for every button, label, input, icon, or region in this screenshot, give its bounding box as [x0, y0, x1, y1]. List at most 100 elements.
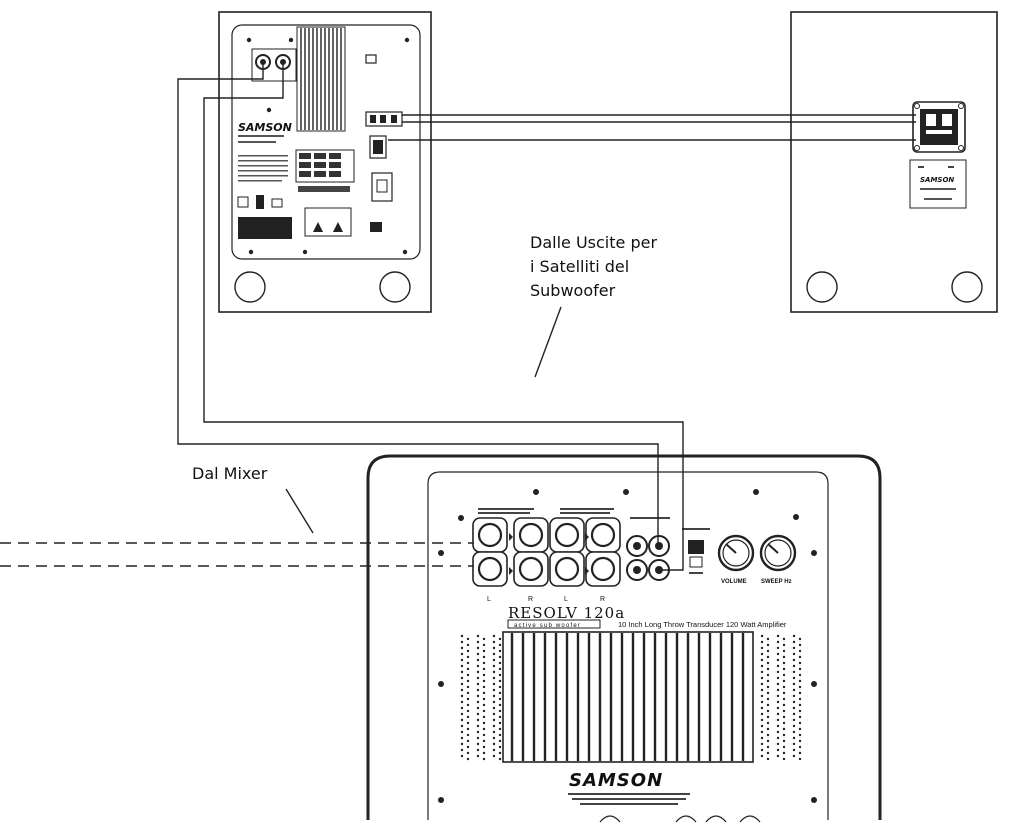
vent-hole [792, 634, 796, 638]
vent-hole [760, 688, 764, 692]
vent-hole [792, 736, 796, 740]
vent-hole [498, 715, 502, 719]
vent-hole [798, 709, 802, 713]
vent-hole [766, 685, 770, 689]
left-monitor-brand: SAMSON [238, 121, 292, 134]
vent-hole [466, 655, 470, 659]
left-monitor-speaker-output [365, 111, 403, 127]
vent-hole [476, 736, 480, 740]
subwoofer-description: 10 Inch Long Throw Transducer 120 Watt A… [618, 620, 787, 629]
vent-hole [482, 655, 486, 659]
vent-hole [498, 727, 502, 731]
vent-hole [492, 670, 496, 674]
vent-hole [482, 661, 486, 665]
vent-hole [466, 733, 470, 737]
vent-hole [492, 646, 496, 650]
right-monitor-rear-panel: SAMSON [790, 11, 998, 313]
vent-hole [498, 691, 502, 695]
vent-hole [760, 736, 764, 740]
vent-hole [792, 712, 796, 716]
vent-hole [792, 676, 796, 680]
vent-hole [782, 637, 786, 641]
vent-hole [498, 739, 502, 743]
vent-hole [760, 682, 764, 686]
vent-hole [798, 655, 802, 659]
vent-hole [782, 733, 786, 737]
vent-hole [492, 682, 496, 686]
vent-hole [482, 751, 486, 755]
mixer-input-cables [0, 542, 474, 567]
volume-label: VOLUME [721, 579, 747, 585]
vent-hole [782, 667, 786, 671]
vent-hole [782, 685, 786, 689]
vent-hole [776, 634, 780, 638]
vent-hole [792, 670, 796, 674]
vent-hole [782, 721, 786, 725]
vent-hole [760, 730, 764, 734]
right-monitor-foot [806, 271, 838, 303]
vent-hole [476, 670, 480, 674]
vent-hole [466, 697, 470, 701]
vent-hole [476, 694, 480, 698]
left-monitor-foot [234, 271, 266, 303]
right-monitor-speaker-terminal [912, 101, 966, 153]
vent-hole [460, 754, 464, 758]
vent-hole [760, 664, 764, 668]
vent-hole [498, 703, 502, 707]
vent-hole [466, 667, 470, 671]
vent-hole [766, 655, 770, 659]
vent-hole [498, 661, 502, 665]
vent-hole [498, 757, 502, 761]
vent-hole [766, 757, 770, 761]
vent-hole [766, 679, 770, 683]
vent-hole [766, 721, 770, 725]
vent-hole [798, 661, 802, 665]
callout-from-mixer-text: Dal Mixer [192, 464, 268, 483]
vent-hole [482, 673, 486, 677]
vent-hole [476, 724, 480, 728]
vent-hole [466, 661, 470, 665]
vent-hole [498, 685, 502, 689]
vent-hole [460, 652, 464, 656]
jack-label-r2: R [600, 596, 605, 603]
left-monitor-spec-table [295, 149, 355, 183]
vent-hole [476, 634, 480, 638]
subwoofer-phase-switch [682, 528, 710, 574]
vent-hole [482, 715, 486, 719]
vent-hole [482, 721, 486, 725]
vent-hole [492, 712, 496, 716]
vent-hole [476, 664, 480, 668]
vent-hole [792, 700, 796, 704]
vent-hole [466, 685, 470, 689]
vent-hole [492, 658, 496, 662]
vent-hole [776, 724, 780, 728]
vent-hole [798, 673, 802, 677]
subwoofer-brand: SAMSON [569, 770, 663, 791]
vent-hole [776, 742, 780, 746]
vent-hole [492, 754, 496, 758]
vent-hole [766, 709, 770, 713]
vent-hole [476, 646, 480, 650]
vent-hole [792, 652, 796, 656]
vent-hole [482, 649, 486, 653]
vent-hole [798, 739, 802, 743]
vent-hole [460, 670, 464, 674]
vent-hole [776, 670, 780, 674]
vent-hole [498, 709, 502, 713]
vent-hole [476, 700, 480, 704]
vent-hole [792, 658, 796, 662]
vent-hole [492, 742, 496, 746]
vent-hole [492, 676, 496, 680]
right-monitor-foot [951, 271, 983, 303]
vent-hole [760, 712, 764, 716]
vent-hole [482, 643, 486, 647]
vent-hole [766, 745, 770, 749]
vent-hole [792, 640, 796, 644]
vent-hole [460, 736, 464, 740]
vent-hole [460, 694, 464, 698]
subwoofer-heatsink [502, 631, 754, 763]
vent-hole [776, 676, 780, 680]
left-monitor-compliance-marks [237, 186, 352, 239]
vent-hole [498, 655, 502, 659]
subwoofer-model: RESOLV 120a [508, 604, 625, 622]
